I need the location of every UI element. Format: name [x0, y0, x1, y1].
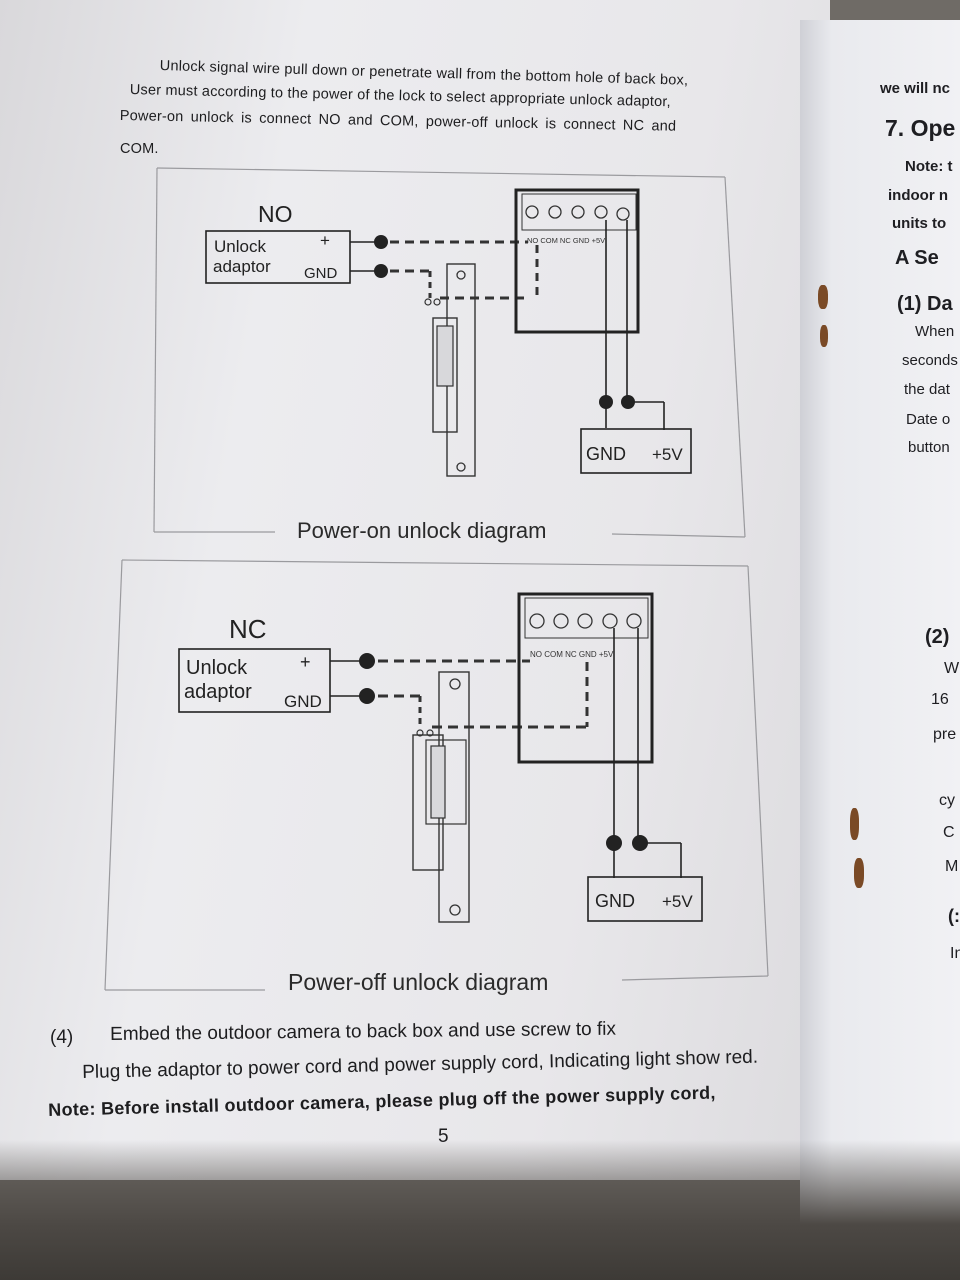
right-line-9: seconds — [902, 352, 958, 369]
mode-label-no: NO — [258, 201, 293, 227]
right-line-7: (1) Da — [897, 293, 953, 315]
rust-mark-1 — [818, 285, 828, 309]
intro-line-4: COM. — [120, 141, 159, 157]
right-line-8: When — [915, 323, 955, 340]
right-line-4: indoor n — [888, 187, 948, 204]
right-line-1: we will nc — [880, 80, 951, 97]
table-shadow — [0, 1140, 960, 1280]
rust-mark-2 — [820, 325, 828, 347]
right-line-2: 7. Ope — [885, 115, 956, 141]
plus-label: + — [320, 231, 330, 250]
right-line-21: In — [950, 945, 960, 962]
right-line-20: (: — [948, 906, 960, 926]
right-line-15: 16 — [931, 691, 949, 708]
power-gnd-label: GND — [586, 444, 626, 464]
right-line-5: units to — [892, 215, 947, 232]
rust-mark-4 — [854, 858, 864, 888]
gnd-label: GND — [304, 265, 338, 282]
right-line-10: the dat — [904, 381, 950, 398]
left-manual-page — [0, 0, 830, 1180]
page-number: 5 — [438, 1126, 449, 1147]
right-line-6: A Se — [895, 247, 939, 269]
rust-mark-3 — [850, 808, 859, 840]
gnd-label: GND — [284, 692, 322, 711]
adaptor-label-2: adaptor — [184, 681, 252, 703]
adaptor-label-1: Unlock — [186, 657, 248, 679]
power-5v-label: +5V — [662, 892, 693, 911]
right-line-3: Note: t — [905, 158, 953, 175]
adaptor-label-1: Unlock — [214, 237, 266, 256]
power-gnd-label: GND — [595, 891, 635, 911]
caption-power-off: Power-off unlock diagram — [288, 969, 548, 995]
right-line-12: button — [908, 439, 950, 456]
right-line-19: M — [945, 858, 959, 875]
right-line-13: (2) — [925, 626, 950, 648]
adaptor-label-2: adaptor — [213, 257, 271, 276]
caption-power-on: Power-on unlock diagram — [297, 518, 546, 543]
right-line-17: cy — [939, 792, 955, 809]
power-5v-label: +5V — [652, 445, 683, 464]
terminal-labels: NO COM NC GND +5V — [530, 650, 614, 659]
mode-label-nc: NC — [229, 614, 267, 644]
plus-label: + — [300, 652, 311, 672]
terminal-labels: NO COM NC GND +5V — [527, 236, 605, 245]
right-line-14: W — [944, 660, 960, 677]
right-line-11: Date o — [906, 411, 951, 428]
right-manual-page — [800, 20, 960, 1260]
step4-number: (4) — [50, 1027, 74, 1048]
right-line-18: C — [943, 824, 955, 841]
right-line-16: pre — [933, 726, 957, 743]
